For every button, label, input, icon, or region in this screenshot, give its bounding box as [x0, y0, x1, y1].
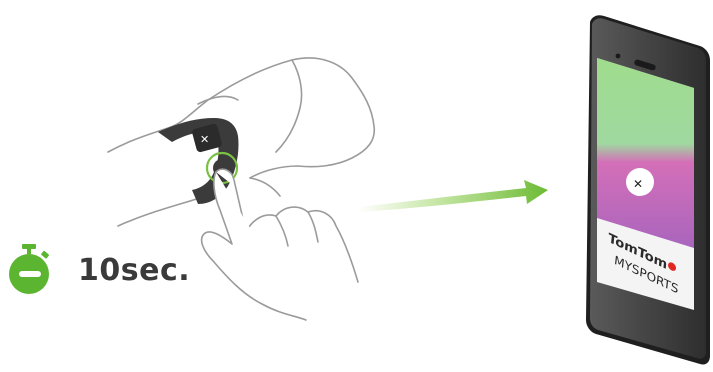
timer: 10sec.: [6, 244, 190, 296]
svg-text:✕: ✕: [200, 133, 209, 146]
stopwatch-icon: [6, 244, 52, 296]
svg-text:✕: ✕: [633, 177, 643, 191]
timer-duration: 10sec.: [78, 253, 190, 288]
hand-outline: [202, 169, 358, 320]
brand-dot-icon: [668, 261, 677, 272]
transfer-arrow: [358, 180, 548, 212]
phone: ✕: [586, 15, 710, 364]
